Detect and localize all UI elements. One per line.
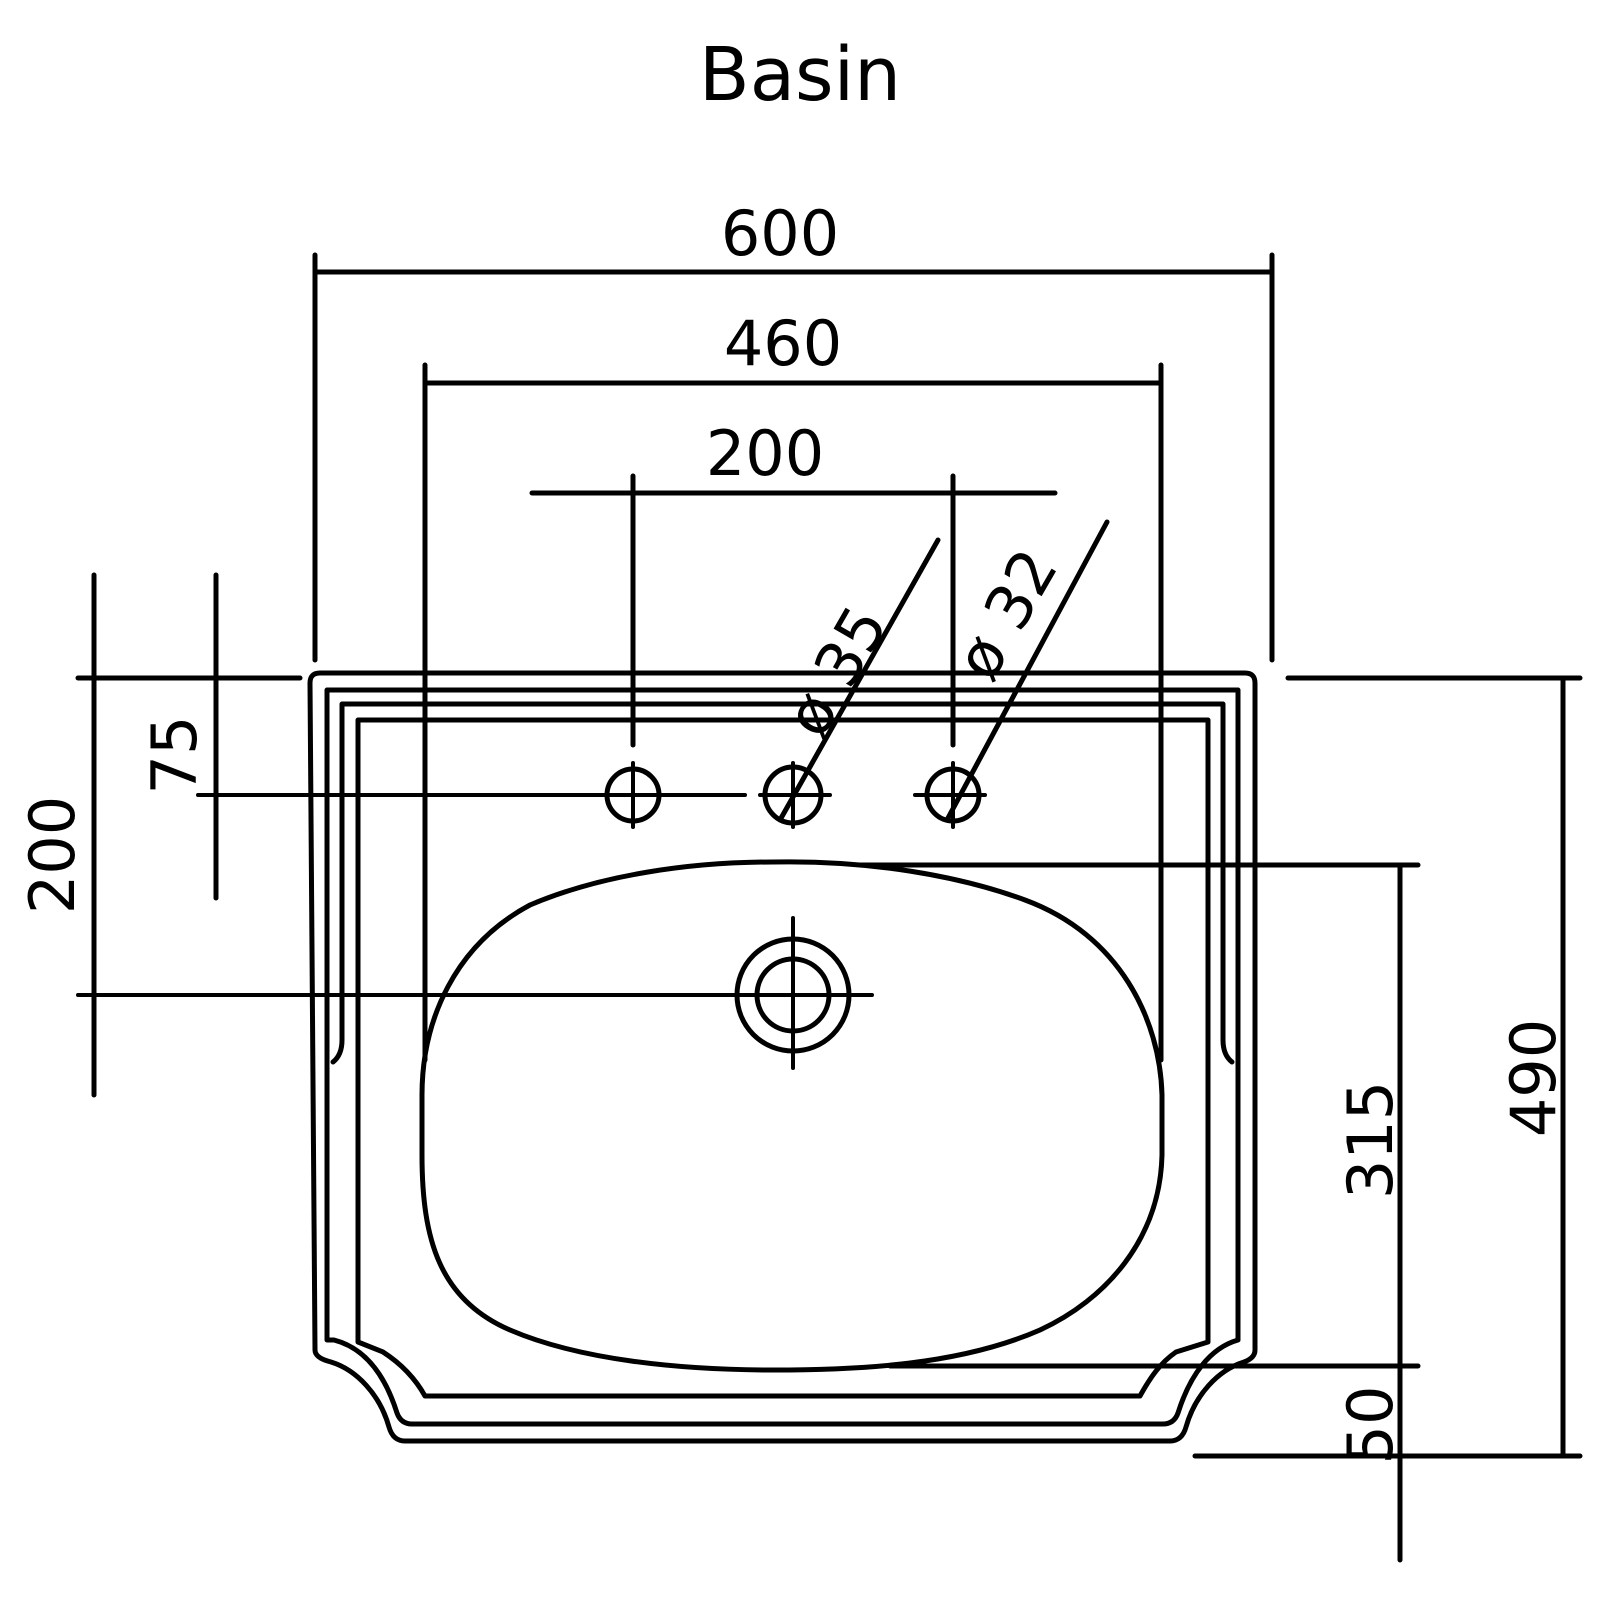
dim-bowl-depth-label: 315: [1334, 1081, 1407, 1199]
waste-outlet: [76, 916, 874, 1070]
bowl-outline: [419, 859, 1165, 1373]
dim-overall-width: 600: [312, 197, 1275, 663]
dim-inner-width: 460: [422, 307, 1164, 1063]
dim-overall-depth-label: 490: [1497, 1019, 1570, 1137]
dim-front-edge-label: 50: [1334, 1386, 1407, 1465]
basin-rim-line-2: [330, 701, 1235, 1065]
basin-outer-edge: [307, 670, 1258, 1444]
tap-holes: [196, 761, 987, 829]
dim-tap-offset: 75: [75, 572, 303, 901]
basin-deck: [355, 717, 1211, 1399]
dim-inner-width-label: 460: [724, 307, 842, 380]
dim-waste-offset-label: 200: [16, 796, 89, 914]
dim-overall-width-label: 600: [721, 197, 839, 270]
basin-outline: [307, 670, 1258, 1444]
hole-small-diameter-label: ø 32: [941, 537, 1072, 692]
dim-overall-depth: 490: [1192, 675, 1583, 1459]
dim-front-edge: 50: [1334, 1386, 1407, 1465]
drawing-title: Basin: [699, 32, 901, 118]
dim-tap-spacing-label: 200: [706, 417, 824, 490]
dim-waste-offset: 200: [16, 572, 97, 1098]
basin-rim-line-1: [324, 687, 1241, 1427]
dim-tap-spacing: 200: [529, 417, 1058, 748]
dim-tap-offset-label: 75: [138, 716, 211, 795]
dim-bowl-depth: 315: [857, 862, 1421, 1563]
